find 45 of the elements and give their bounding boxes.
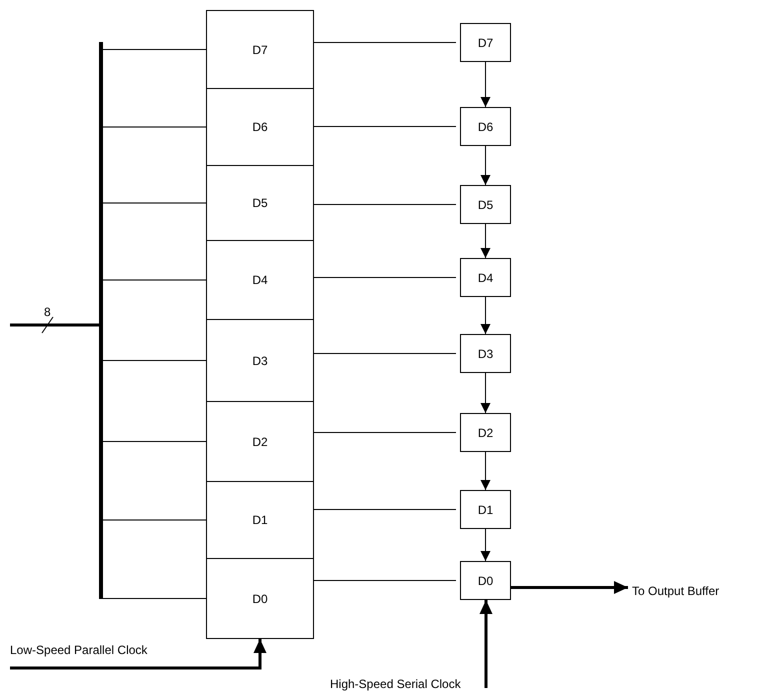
arrow bbox=[480, 224, 490, 258]
connector-line bbox=[314, 204, 456, 205]
arrow bbox=[480, 452, 490, 490]
arrow bbox=[480, 296, 490, 334]
register-box: D7 bbox=[460, 23, 511, 62]
register-box: D5 bbox=[460, 185, 511, 224]
connector-line bbox=[314, 509, 456, 510]
arrow bbox=[480, 528, 490, 562]
connector-line bbox=[314, 42, 456, 43]
connector-line bbox=[102, 126, 206, 128]
connector-line bbox=[102, 360, 206, 361]
register-cell: D2 bbox=[206, 401, 314, 482]
register-cell: D6 bbox=[206, 88, 314, 166]
register-box: D0 bbox=[460, 561, 511, 600]
connector-line bbox=[314, 277, 456, 278]
register-box: D2 bbox=[460, 413, 511, 452]
arrow bbox=[480, 372, 490, 414]
register-cell: D1 bbox=[206, 481, 314, 559]
register-box: D1 bbox=[460, 490, 511, 529]
connector-line bbox=[314, 126, 456, 127]
edge-label: Low-Speed Parallel Clock bbox=[10, 643, 148, 657]
connector-line bbox=[102, 598, 206, 599]
connector-line bbox=[10, 324, 99, 326]
connector-line bbox=[314, 580, 456, 581]
connector-line bbox=[314, 432, 456, 433]
bus-width-label: 8 bbox=[44, 305, 51, 319]
register-cell: D0 bbox=[206, 558, 314, 639]
edge-label: High-Speed Serial Clock bbox=[330, 677, 461, 691]
arrow bbox=[480, 146, 490, 186]
register-box: D3 bbox=[460, 334, 511, 373]
register-cell: D3 bbox=[206, 319, 314, 402]
connector-line bbox=[102, 441, 206, 442]
register-box: D6 bbox=[460, 107, 511, 146]
output-label: To Output Buffer bbox=[632, 582, 757, 600]
arrow bbox=[10, 639, 266, 670]
connector-line bbox=[102, 202, 206, 204]
register-cell: D5 bbox=[206, 165, 314, 241]
connector-line bbox=[102, 49, 206, 50]
register-cell: D4 bbox=[206, 240, 314, 320]
register-box: D4 bbox=[460, 258, 511, 297]
arrow bbox=[511, 581, 628, 594]
connector-line bbox=[314, 353, 456, 354]
register-cell: D7 bbox=[206, 10, 314, 89]
arrow bbox=[480, 600, 492, 688]
arrow bbox=[480, 62, 490, 108]
